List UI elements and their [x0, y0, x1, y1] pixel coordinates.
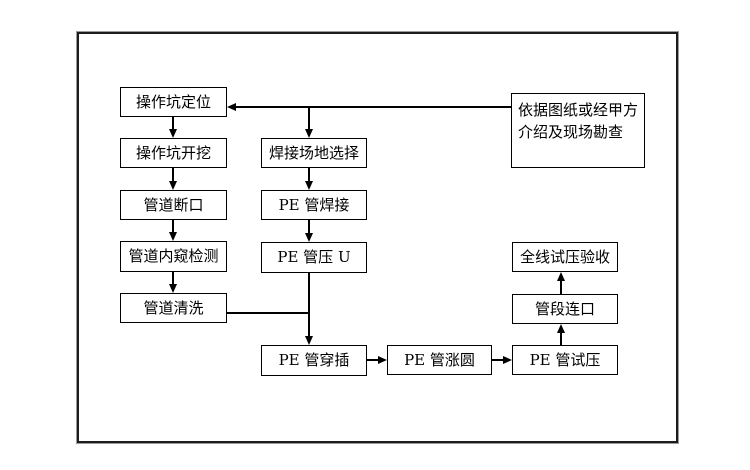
arrowhead-right-icon	[503, 356, 512, 364]
flow-node-pipe-break: 管道断口	[120, 190, 227, 220]
edge-pe-welding-to-pe-press-u	[308, 220, 310, 234]
edge-survey-to-pit-positioning	[234, 106, 511, 108]
arrowhead-down-icon	[169, 129, 177, 138]
arrowhead-down-icon	[305, 181, 313, 190]
arrowhead-down-icon	[305, 336, 313, 345]
arrowhead-left-icon	[227, 103, 236, 111]
edge-pipe-break-to-inspection	[172, 220, 174, 233]
arrowhead-down-icon	[305, 233, 313, 242]
edge-pe-rounding-to-pressure-test	[492, 359, 504, 361]
edge-pit-positioning-to-excavation	[172, 117, 174, 130]
edge-survey-branch-to-welding-site	[308, 107, 310, 130]
flow-node-segment-connection: 管段连口	[512, 294, 618, 324]
arrowhead-down-icon	[169, 181, 177, 190]
arrowhead-down-icon	[169, 232, 177, 241]
survey-label-line2: 介绍及现场勘查	[518, 123, 624, 141]
flow-node-pe-rounding: PE 管涨圆	[387, 345, 492, 375]
flow-node-pe-insertion: PE 管穿插	[261, 345, 367, 376]
edge-excavation-to-pipe-break	[172, 168, 174, 182]
arrowhead-up-icon	[557, 272, 565, 281]
edge-inspection-to-cleaning	[172, 272, 174, 285]
arrowhead-right-icon	[378, 356, 387, 364]
edge-segment-connection-to-acceptance	[560, 280, 562, 294]
edge-welding-site-to-pe-welding	[308, 168, 310, 182]
flow-node-pe-press-u: PE 管压 U	[261, 242, 367, 273]
arrowhead-down-icon	[169, 284, 177, 293]
flow-node-survey: 依据图纸或经甲方 介绍及现场勘查	[511, 93, 645, 168]
flow-node-pit-positioning: 操作坑定位	[120, 87, 227, 117]
flow-node-pipe-inspection: 管道内窥检测	[120, 241, 227, 272]
survey-label-line1: 依据图纸或经甲方	[518, 101, 639, 119]
flow-node-pe-pressure-test: PE 管试压	[512, 345, 618, 375]
flow-node-pe-welding: PE 管焊接	[261, 190, 367, 220]
edge-pressure-test-to-segment-connection	[560, 332, 562, 345]
arrowhead-down-icon	[305, 129, 313, 138]
flow-node-pit-excavation: 操作坑开挖	[120, 138, 227, 168]
edge-pe-press-u-to-pe-insertion	[308, 273, 310, 337]
edge-pe-insertion-to-pe-rounding	[367, 359, 379, 361]
flow-node-welding-site: 焊接场地选择	[261, 138, 367, 168]
edge-pipe-cleaning-to-pe-insertion	[227, 312, 310, 314]
flow-node-final-acceptance: 全线试压验收	[512, 242, 618, 272]
arrowhead-up-icon	[557, 324, 565, 333]
flow-node-pipe-cleaning: 管道清洗	[120, 293, 227, 323]
